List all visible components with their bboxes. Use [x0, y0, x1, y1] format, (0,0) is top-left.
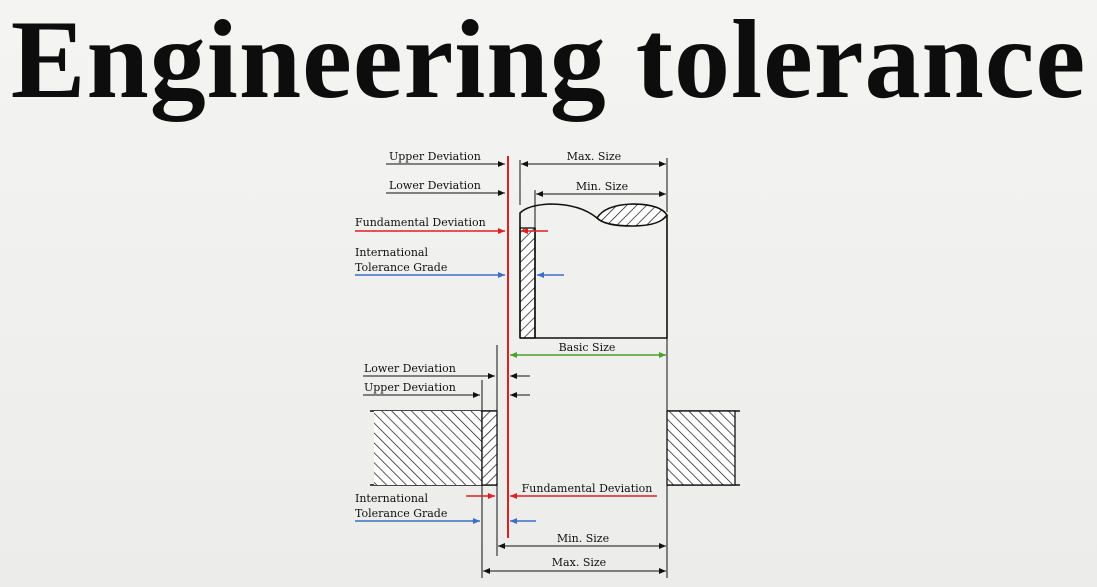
- shaft-tolerance-grade-label-2: Tolerance Grade: [355, 261, 447, 274]
- hole-min-size-label: Min. Size: [557, 532, 609, 545]
- hole-upper-deviation-label: Upper Deviation: [364, 381, 456, 394]
- hole-tolerance-grade-label-2: Tolerance Grade: [355, 507, 447, 520]
- hole-group: Lower Deviation Upper Deviation Fundamen…: [355, 345, 740, 578]
- shaft-group: Max. Size Min. Size Upper Deviation Lowe…: [355, 150, 668, 339]
- shaft-upper-deviation-label: Upper Deviation: [389, 150, 481, 163]
- shaft-min-size-label: Min. Size: [576, 180, 628, 193]
- shaft-fundamental-deviation-label: Fundamental Deviation: [355, 216, 486, 229]
- shaft-section: [595, 203, 668, 227]
- hole-left-wall: [374, 411, 482, 485]
- basic-size-label: Basic Size: [559, 341, 616, 354]
- shaft-max-size-label: Max. Size: [567, 150, 621, 163]
- hole-lower-deviation-label: Lower Deviation: [364, 362, 456, 375]
- shaft-lower-deviation-label: Lower Deviation: [389, 179, 481, 192]
- hole-fundamental-deviation-label: Fundamental Deviation: [522, 482, 653, 495]
- shaft-tolerance-zone: [519, 227, 536, 339]
- hole-max-size-label: Max. Size: [552, 556, 606, 569]
- hole-tolerance-grade-label-1: International: [355, 492, 428, 505]
- hole-tolerance-zone: [481, 410, 498, 486]
- page-title: Engineering tolerance: [10, 0, 1087, 122]
- hole-right-wall: [666, 410, 736, 486]
- shaft-tolerance-grade-label-1: International: [355, 246, 428, 259]
